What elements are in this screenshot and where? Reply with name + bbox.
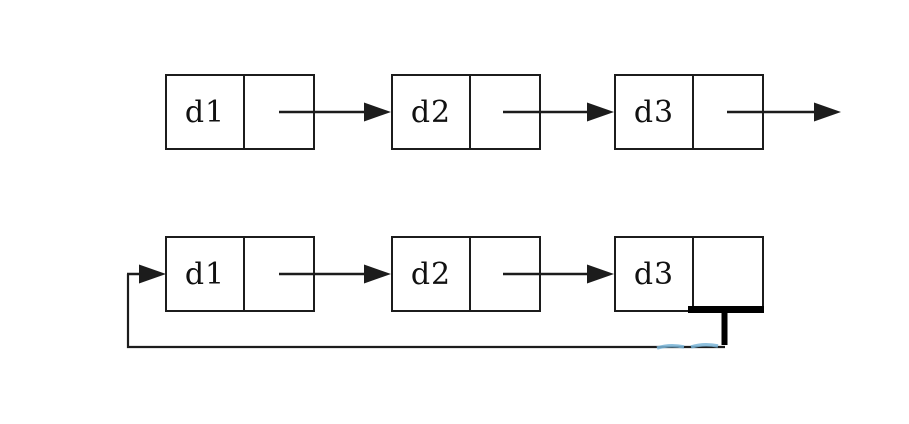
node-pointer-cell (245, 76, 313, 148)
node-top-d1: d1 (165, 74, 315, 150)
node-bottom-d3: d3 (614, 236, 764, 312)
node-data-cell: d1 (167, 238, 245, 310)
node-bottom-d2: d2 (391, 236, 541, 312)
arrow-into-head (127, 264, 166, 284)
node-top-d2: d2 (391, 74, 541, 150)
node-data-cell: d3 (616, 76, 694, 148)
node-pointer-cell (245, 238, 313, 310)
pointer-origin-thick-marks (688, 306, 764, 345)
node-data-cell: d3 (616, 238, 694, 310)
node-data-cell: d2 (393, 76, 471, 148)
node-pointer-cell (471, 76, 539, 148)
node-pointer-cell (694, 238, 762, 310)
node-pointer-cell (471, 238, 539, 310)
node-bottom-d1: d1 (165, 236, 315, 312)
node-pointer-cell (694, 76, 762, 148)
node-top-d3: d3 (614, 74, 764, 150)
node-data-cell: d1 (167, 76, 245, 148)
blue-highlight-mark (656, 342, 719, 350)
node-data-cell: d2 (393, 238, 471, 310)
